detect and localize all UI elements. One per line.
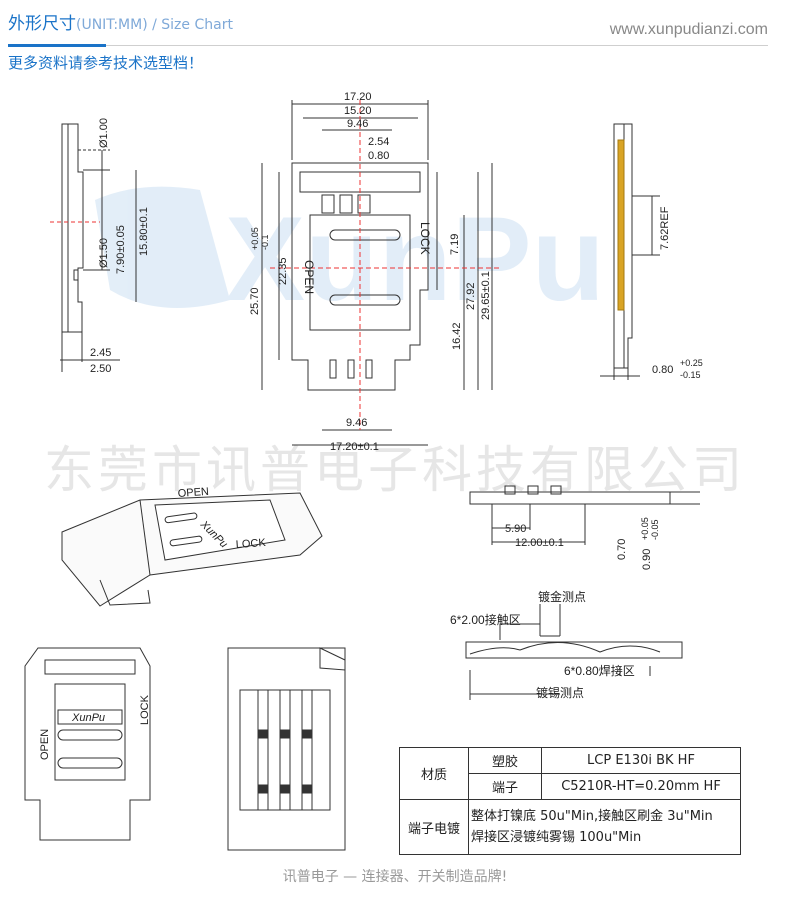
- side-dim-6: 2.50: [90, 363, 111, 375]
- title-subtitle: (UNIT:MM) / Size Chart: [76, 17, 233, 33]
- plastic-value: LCP E130i BK HF: [541, 747, 741, 774]
- page-title: 外形尺寸(UNIT:MM) / Size Chart: [8, 9, 233, 34]
- header-accent-bar: [8, 44, 106, 47]
- right-dim-4: -0.15: [680, 370, 701, 380]
- company-watermark: 东莞市讯普电子科技有限公司: [44, 441, 746, 499]
- iso-view: [61, 492, 323, 607]
- side-dim-3: 15.80±0.1: [138, 207, 150, 256]
- contact-view: [465, 604, 683, 700]
- top-dim-left-1: 25.70: [249, 287, 261, 315]
- top-dim-left-4: 22.35: [277, 257, 289, 285]
- front-dim-6: -0.05: [650, 519, 660, 540]
- side-dim-4: 7.90±0.05: [115, 225, 127, 274]
- top-dim-3: 9.46: [347, 118, 368, 130]
- top-dim-right-1: 7.19: [449, 234, 461, 255]
- side-view: [50, 123, 137, 372]
- right-dim-2: 0.80: [652, 364, 673, 376]
- top-dim-left-3: -0.1: [260, 234, 270, 250]
- front-dim-3: 0.70: [616, 539, 628, 560]
- terminal-value: C5210R-HT=0.20mm HF: [541, 773, 741, 800]
- contact-label-tin: 镀锡测点: [536, 685, 584, 700]
- side-dim-1: Ø1.00: [98, 118, 110, 148]
- logo-watermark: XunPu: [95, 186, 605, 326]
- iso-open-mark: OPEN: [177, 486, 209, 500]
- top-dim-4: 2.54: [368, 136, 389, 148]
- bottom-view: [227, 647, 346, 851]
- top-dim-2: 15.20: [344, 105, 372, 117]
- contact-label-contact-zone: 6*2.00接触区: [450, 612, 521, 627]
- title-main: 外形尺寸: [8, 14, 76, 34]
- logo-watermark-text: XunPu: [225, 192, 605, 326]
- front-dim-5: +0.05: [640, 517, 650, 540]
- iso-lock-mark: LOCK: [235, 537, 266, 551]
- right-dim-1: 7.62REF: [659, 206, 671, 250]
- top-view: [261, 100, 500, 446]
- side-dim-2: Ø1.50: [98, 238, 110, 268]
- more-info-note: 更多资料请参考技术选型档！: [8, 54, 204, 72]
- top-dim-5: 0.80: [368, 150, 389, 162]
- footer-slogan: 讯普电子 — 连接器、开关制造品牌!: [282, 869, 508, 885]
- front-dim-4: 0.90: [641, 549, 653, 570]
- bottom-logo: XunPu: [71, 712, 105, 724]
- bottom-open-mark: OPEN: [39, 729, 51, 760]
- bottom-top-view: [24, 647, 151, 841]
- plastic-label: 塑胶: [468, 747, 542, 774]
- right-view: [600, 123, 660, 380]
- right-dim-3: +0.25: [680, 358, 703, 368]
- top-dim-bottom-2: 17.20±0.1: [330, 441, 379, 453]
- material-label: 材质: [399, 747, 469, 800]
- plating-line-2: 焊接区浸镀纯雾锡 100u"Min: [471, 830, 642, 845]
- spec-table: 材质 塑胶 LCP E130i BK HF 端子 C5210R-HT=0.20m…: [399, 747, 741, 855]
- contact-label-gold: 镀金测点: [538, 589, 586, 604]
- top-open-mark: OPEN: [302, 260, 316, 294]
- top-dim-right-2: 16.42: [451, 322, 463, 350]
- front-view: [469, 485, 700, 545]
- header-divider: [8, 45, 768, 46]
- top-dim-right-3: 27.92: [465, 282, 477, 310]
- site-url[interactable]: www.xunpudianzi.com: [609, 21, 768, 38]
- top-dim-bottom-1: 9.46: [346, 417, 367, 429]
- plating-value: 整体打镍底 50u"Min,接触区刷金 3u"Min 焊接区浸镀纯雾锡 100u…: [468, 799, 741, 855]
- top-lock-mark: LOCK: [418, 222, 432, 255]
- front-dim-2: 12.00±0.1: [515, 537, 564, 549]
- terminal-label: 端子: [468, 773, 542, 800]
- top-dim-right-4: 29.65±0.1: [480, 271, 492, 320]
- top-dim-left-2: +0.05: [250, 227, 260, 250]
- side-dim-5: 2.45: [90, 347, 111, 359]
- bottom-lock-mark: LOCK: [139, 694, 151, 725]
- top-dim-1: 17.20: [344, 91, 372, 103]
- plating-line-1: 整体打镍底 50u"Min,接触区刷金 3u"Min: [471, 809, 713, 824]
- contact-label-solder-zone: 6*0.80焊接区: [564, 663, 635, 678]
- plating-label: 端子电镀: [399, 799, 469, 855]
- front-dim-1: 5.90: [505, 523, 526, 535]
